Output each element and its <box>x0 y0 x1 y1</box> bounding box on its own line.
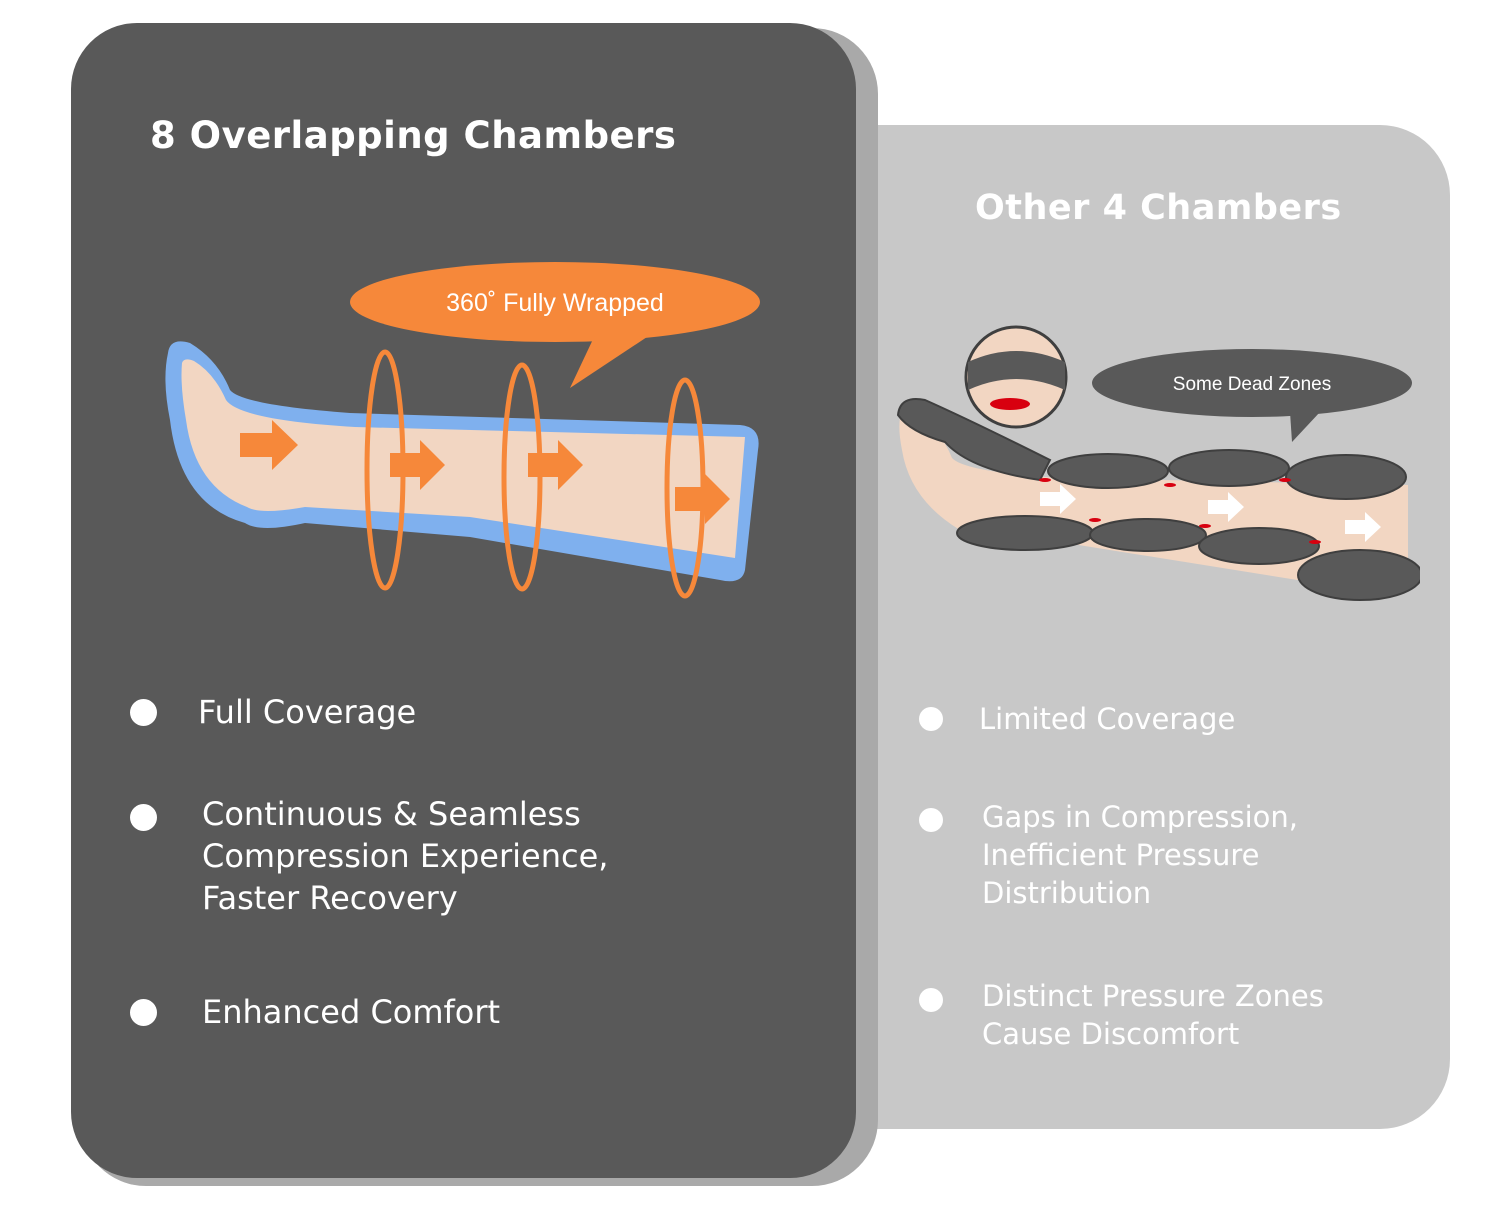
lower-chamber-4 <box>1297 549 1420 601</box>
upper-chamber-3 <box>1285 454 1407 500</box>
bullet-dot <box>919 808 943 832</box>
bullet-dot <box>919 988 943 1012</box>
bullet-dot <box>919 707 943 731</box>
lower-chamber-1 <box>956 515 1094 551</box>
dead-zone-mark <box>1279 478 1291 482</box>
upper-chamber-1 <box>1047 453 1169 489</box>
dead-zone-mark <box>1309 540 1321 544</box>
dead-zones-label: Some Dead Zones <box>1173 374 1331 395</box>
dead-zone-mark <box>1199 524 1211 528</box>
fully-wrapped-label: 360˚ Fully Wrapped <box>446 289 664 317</box>
upper-chamber-2 <box>1168 449 1290 487</box>
flow-arrow-4 <box>675 474 730 524</box>
flow-arrow-3 <box>528 440 583 490</box>
other-chambers-card <box>780 125 1450 1129</box>
dead-zone-magnifier <box>964 325 1068 429</box>
bullet-enhanced-comfort: Enhanced Comfort <box>202 993 501 1031</box>
lower-chamber-3 <box>1198 527 1320 565</box>
overlapping-chambers-card <box>71 23 856 1178</box>
bullet-dot <box>130 999 157 1026</box>
bullet-limited-coverage: Limited Coverage <box>979 702 1236 736</box>
dead-zone-mark <box>1089 518 1101 522</box>
dead-zones-callout: Some Dead Zones <box>1092 349 1412 442</box>
bullet-dot <box>130 804 157 831</box>
bullet-dot <box>130 699 157 726</box>
leg-four-chamber-illustration: Some Dead Zones <box>896 325 1420 601</box>
dead-zone-mark <box>1039 478 1051 482</box>
dead-zone-mark <box>1164 483 1176 487</box>
bullet-continuous-compression: Continuous & Seamless Compression Experi… <box>202 795 609 917</box>
right-card-title: Other 4 Chambers <box>975 188 1342 228</box>
left-card-title: 8 Overlapping Chambers <box>150 114 677 157</box>
lower-chamber-2 <box>1089 518 1207 552</box>
flow-arrow-r3 <box>1345 512 1381 542</box>
leg-full-wrap-illustration: 360˚ Fully Wrapped <box>165 262 760 599</box>
bullet-distinct-pressure-zones: Distinct Pressure Zones Cause Discomfort <box>982 979 1324 1051</box>
flow-arrow-2 <box>390 440 445 490</box>
foot-chamber <box>896 398 1052 482</box>
leg-silhouette <box>181 359 745 558</box>
flow-arrow-r2 <box>1208 492 1244 522</box>
flow-arrow-r1 <box>1040 484 1076 514</box>
bullet-gaps-in-compression: Gaps in Compression, Inefficient Pressur… <box>982 800 1299 910</box>
bullet-full-coverage: Full Coverage <box>198 693 417 731</box>
fully-wrapped-callout: 360˚ Fully Wrapped <box>350 262 760 388</box>
flow-arrow-1 <box>240 420 298 470</box>
